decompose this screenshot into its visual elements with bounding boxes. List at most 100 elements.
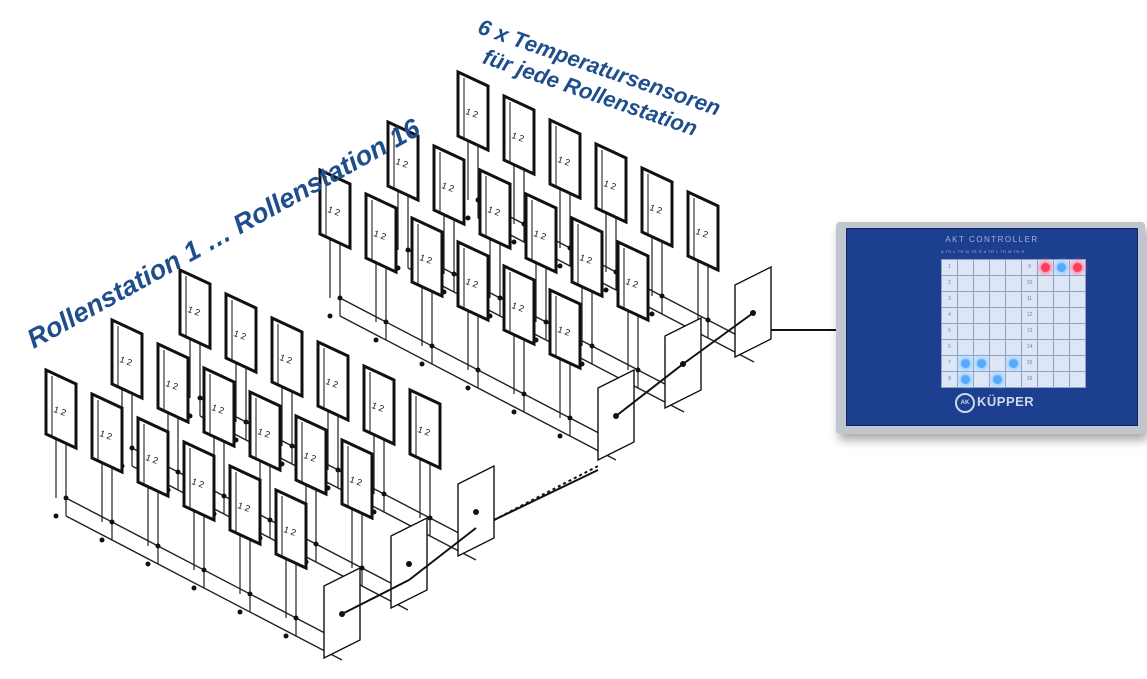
junction-dot: [337, 295, 343, 301]
logo-text: KÜPPER: [977, 394, 1035, 409]
junction-dot: [649, 311, 655, 317]
sensor-pins-label: 1 2: [326, 204, 341, 218]
sensor-pins-label: 1 2: [556, 324, 571, 338]
temperature-sensor: [318, 167, 352, 251]
temperature-sensor: [182, 439, 216, 523]
kupper-logo: AK KÜPPER: [955, 393, 1039, 413]
led-cell: [1070, 340, 1085, 355]
junction-dot: [327, 313, 333, 319]
led-cell: [958, 276, 973, 291]
led-cell: 6: [942, 340, 957, 355]
led-cell: 3: [942, 292, 957, 307]
junction-dot: [191, 585, 197, 591]
junction-dot: [405, 247, 411, 253]
junction-dot: [475, 367, 481, 373]
junction-dot: [567, 415, 573, 421]
sensor-pins-label: 1 2: [418, 252, 433, 266]
led-cell: [1070, 260, 1085, 275]
junction-dot: [465, 215, 471, 221]
temperature-sensor: [316, 339, 350, 423]
led-cell: [974, 276, 989, 291]
junction-dot: [589, 343, 595, 349]
junction-dot: [373, 337, 379, 343]
temperature-sensor: [44, 367, 78, 451]
led-cell: [1038, 292, 1053, 307]
led-cell: [1006, 308, 1021, 323]
temperature-sensor: [410, 215, 444, 299]
temperature-sensor: [570, 215, 604, 299]
sensor-pins-label: 1 2: [186, 304, 201, 318]
temperature-sensor: [110, 317, 144, 401]
sensor-pins-label: 1 2: [486, 204, 501, 218]
temperature-sensor: [548, 117, 582, 201]
temperature-sensor: [640, 165, 674, 249]
sensor-pins-label: 1 2: [370, 400, 385, 414]
led-cell: [1070, 292, 1085, 307]
sensor-pins-label: 1 2: [52, 404, 67, 418]
sensor-pins-label: 1 2: [648, 202, 663, 216]
temperature-sensor: [432, 143, 466, 227]
led-cell: [974, 292, 989, 307]
led-cell: [974, 340, 989, 355]
sensor-pins-label: 1 2: [144, 452, 159, 466]
temperature-sensor: [178, 267, 212, 351]
hub-link: [682, 312, 754, 365]
sensor-pins-label: 1 2: [372, 228, 387, 242]
sensor-pins-label: 1 2: [394, 156, 409, 170]
temperature-sensor: [502, 263, 536, 347]
led-cell: [958, 340, 973, 355]
led-cell: [1006, 324, 1021, 339]
led-cell: [958, 260, 973, 275]
junction-dot: [557, 433, 563, 439]
junction-dot: [497, 295, 503, 301]
led-cell: [974, 324, 989, 339]
led-cell: 1: [942, 260, 957, 275]
temperature-sensor: [294, 413, 328, 497]
led-cell: 5: [942, 324, 957, 339]
led-cell: [1038, 308, 1053, 323]
led-cell: [1006, 340, 1021, 355]
ak-badge-icon: AK: [955, 393, 975, 413]
led-cell: [1054, 372, 1069, 387]
sensor-pins-label: 1 2: [210, 402, 225, 416]
hub-link: [493, 469, 599, 521]
junction-dot: [201, 567, 207, 573]
led-cell: [1054, 276, 1069, 291]
led-cell: 16: [1022, 372, 1037, 387]
led-cell: [990, 276, 1005, 291]
led-cell: [1054, 292, 1069, 307]
junction-dot: [293, 615, 299, 621]
sensor-pins-label: 1 2: [232, 328, 247, 342]
sensor-pins-label: 1 2: [164, 378, 179, 392]
led-cell: [990, 340, 1005, 355]
temperature-sensor: [478, 167, 512, 251]
junction-dot: [427, 515, 433, 521]
junction-dot: [335, 467, 341, 473]
junction-dot: [247, 591, 253, 597]
temperature-sensor: [90, 391, 124, 475]
junction-dot: [221, 493, 227, 499]
led-cell: [990, 324, 1005, 339]
led-cell: [974, 356, 989, 371]
led-cell: [974, 372, 989, 387]
led-cell: [1070, 372, 1085, 387]
sensor-pins-label: 1 2: [348, 474, 363, 488]
temperature-sensor: [340, 437, 374, 521]
junction-dot: [381, 491, 387, 497]
temperature-sensor: [228, 463, 262, 547]
akt-controller-photo: AKT CONTROLLER A TR L TR M TR R A TR L T…: [836, 222, 1145, 434]
temperature-sensor: [686, 189, 720, 273]
sensor-pins-label: 1 2: [532, 228, 547, 242]
temperature-sensor: [456, 69, 490, 153]
temperature-sensor: [136, 415, 170, 499]
junction-dot: [197, 395, 203, 401]
led-cell: [1006, 260, 1021, 275]
led-cell: 4: [942, 308, 957, 323]
led-cell: [958, 356, 973, 371]
junction-dot: [635, 367, 641, 373]
junction-dot: [451, 271, 457, 277]
led-cell: [1038, 260, 1053, 275]
temperature-sensor: [456, 239, 490, 323]
